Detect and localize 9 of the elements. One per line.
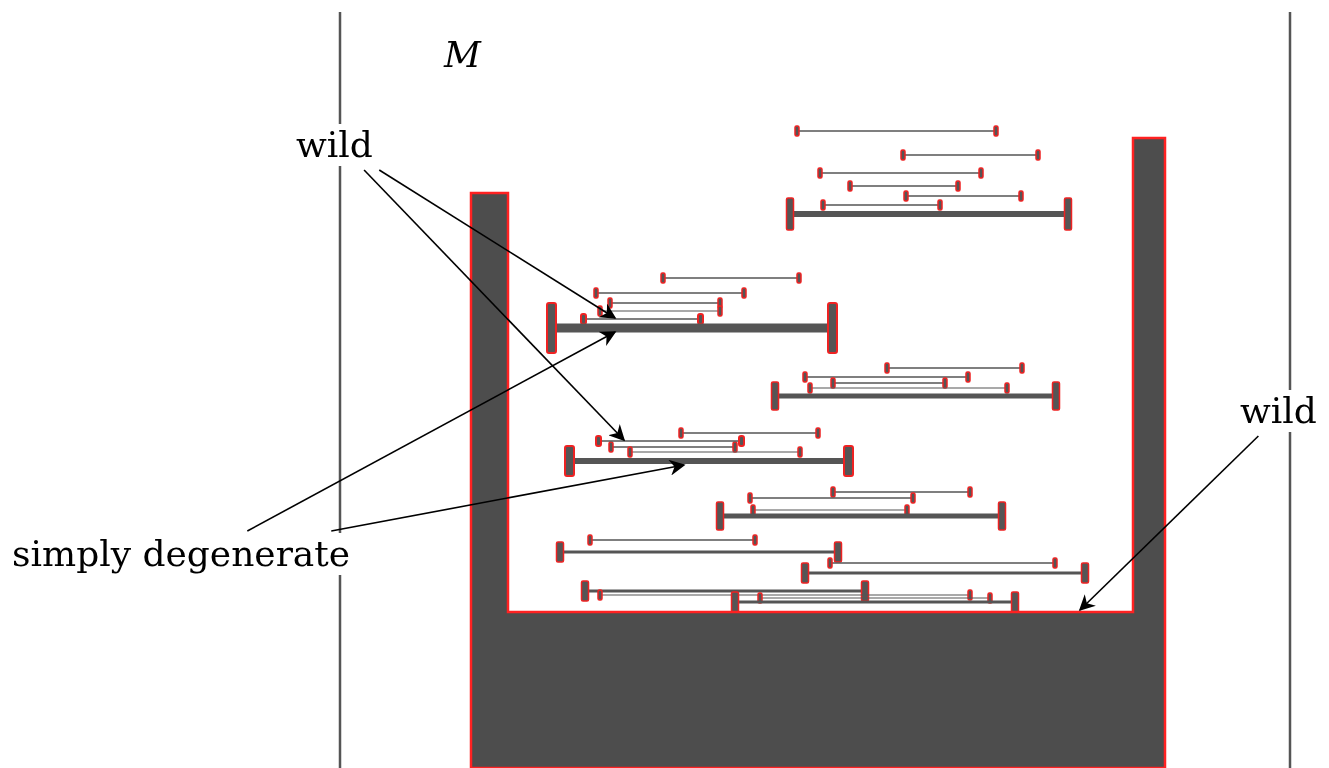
leader-arrow (1078, 435, 1260, 612)
segment-bar (564, 445, 854, 477)
leader-arrow (246, 331, 617, 532)
segment-bar (595, 435, 745, 447)
segment-bar (546, 302, 838, 354)
u-shaped-region (468, 135, 1168, 768)
leader-arrow (363, 169, 626, 442)
leader-arrow (378, 169, 617, 319)
leader-arrow (330, 459, 686, 532)
